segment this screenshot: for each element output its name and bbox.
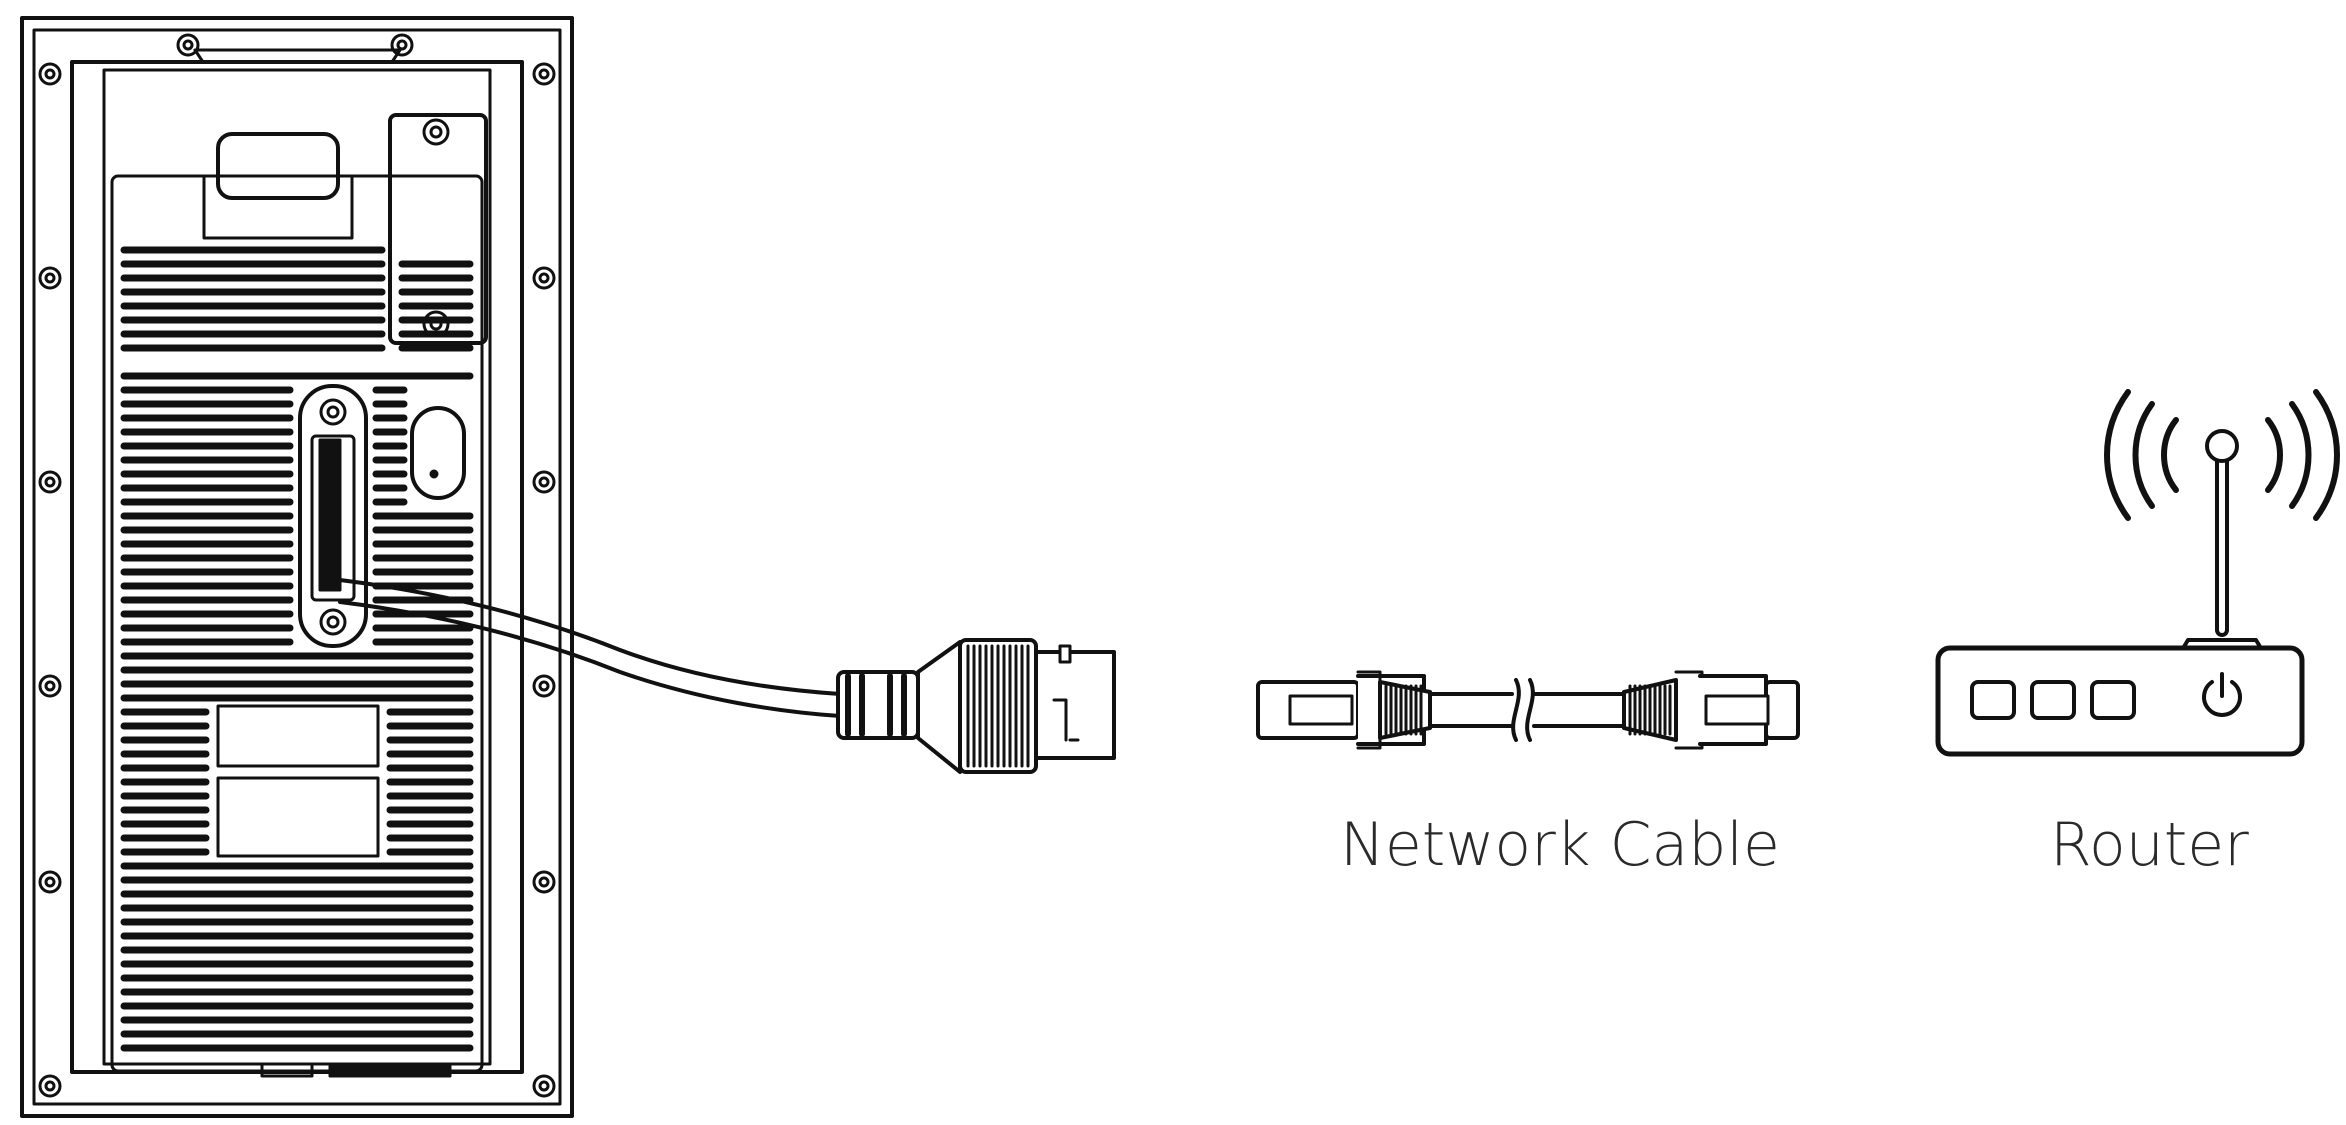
wifi-router-icon	[1935, 389, 2340, 757]
power-icon	[2202, 672, 2242, 717]
device-cable	[338, 578, 842, 696]
network-cable-label: Network Cable	[1340, 810, 1780, 880]
door-station-back-icon	[20, 16, 574, 1118]
rj45-jack-connector	[836, 638, 1116, 774]
network-cable-icon	[1256, 670, 1800, 750]
router-label: Router	[2050, 810, 2249, 880]
